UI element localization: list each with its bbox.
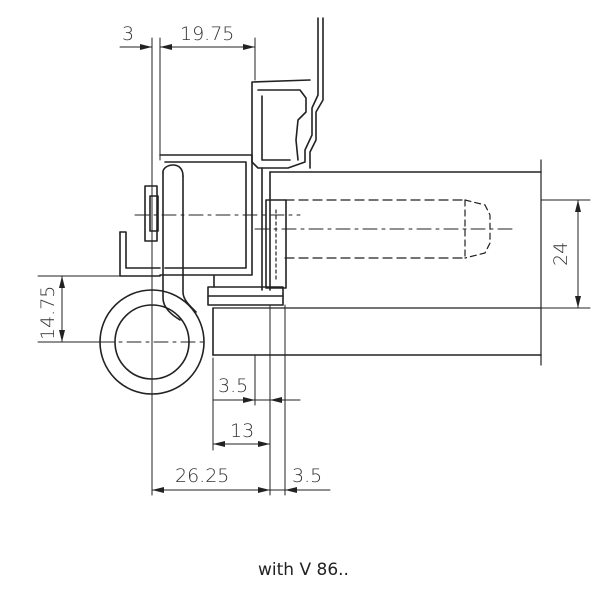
- dim-label-3: 3: [122, 23, 134, 45]
- fixing-screw: [265, 199, 491, 289]
- dim-label-3-5-upper: 3.5: [218, 375, 248, 397]
- dim-label-26-25: 26.25: [175, 465, 229, 487]
- dim-label-24: 24: [550, 242, 572, 266]
- center-lines: [99, 214, 513, 396]
- dim-label-13: 13: [230, 420, 254, 442]
- drawing-caption: with V 86..: [258, 560, 349, 580]
- hinge-bracket: [119, 154, 284, 306]
- dim-label-3-5-lower: 3.5: [292, 465, 322, 487]
- dimension-arrows: [59, 44, 581, 493]
- frame-profile: [251, 17, 324, 169]
- door-leaf: [212, 159, 542, 366]
- dim-label-19-75: 19.75: [180, 23, 234, 45]
- dim-label-14-75: 14.75: [37, 286, 59, 340]
